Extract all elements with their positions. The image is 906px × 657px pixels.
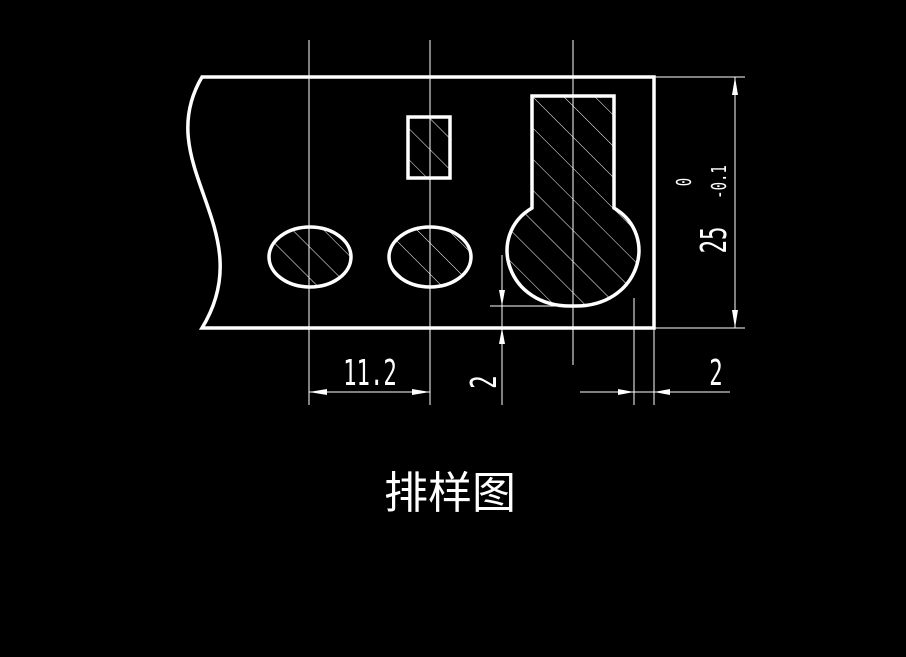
dim-pitch: 11.2 — [309, 353, 430, 395]
dim-width-upper-tol: 0 — [674, 178, 697, 186]
drawing-caption: 排样图 — [384, 468, 516, 519]
dim-bottom-offset: 2 — [464, 255, 506, 405]
hole-2 — [387, 225, 473, 289]
dim-bottom-offset-label: 2 — [464, 375, 506, 388]
strip-outline — [186, 75, 656, 330]
rect-cutout — [406, 115, 452, 180]
keyhole-part — [505, 94, 641, 308]
dim-edge-offset-label: 2 — [709, 353, 722, 395]
dim-pitch-label: 11.2 — [343, 353, 397, 395]
hole-1 — [267, 225, 353, 289]
dim-width-lower-tol: -0.1 — [709, 165, 732, 199]
dim-width-nominal: 25 — [694, 227, 736, 254]
dim-edge-offset: 2 — [580, 353, 730, 395]
dim-width: 25 0 -0.1 — [674, 77, 738, 328]
